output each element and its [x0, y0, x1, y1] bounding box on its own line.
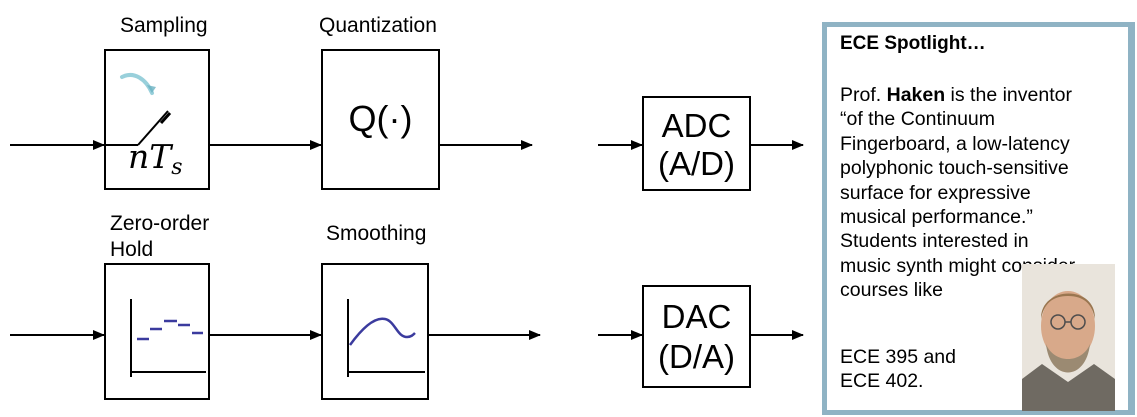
sampling-block: nTs — [104, 49, 210, 190]
spotlight-title: ECE Spotlight… — [840, 33, 986, 54]
spotlight-line: polyphonic touch-sensitive — [840, 157, 1069, 180]
adc-label: ADC — [661, 107, 732, 144]
smooth-curve-plot-icon — [347, 299, 425, 377]
smoothing-label: Smoothing — [326, 222, 427, 245]
spotlight-line: “of the Continuum — [840, 108, 996, 131]
sampling-period-symbol: nTs — [128, 137, 183, 181]
spotlight-line: musical performance.” — [840, 206, 1033, 229]
quantization-block: Q(·) — [321, 49, 440, 190]
zero-order-hold-label-line2: Hold — [110, 238, 154, 261]
zero-order-hold-block — [104, 263, 210, 400]
adc-subtitle: (A/D) — [658, 145, 735, 182]
spotlight-courses: ECE 395 and ECE 402. — [840, 345, 956, 394]
zero-order-hold-label-line1: Zero-order — [110, 212, 210, 235]
spotlight-line-intro: Prof. Haken is the inventor — [840, 84, 1072, 106]
sampling-label: Sampling — [120, 14, 208, 37]
dac-block: DAC (D/A) — [642, 285, 751, 388]
quantization-symbol: Q(·) — [348, 98, 413, 139]
spotlight-text: Prof. Haken is the inventor “of the Cont… — [840, 83, 1137, 303]
ece-spotlight-panel: ECE Spotlight… Prof. Haken is the invent… — [822, 22, 1135, 415]
spotlight-line: music synth might consider — [840, 254, 1076, 277]
dac-label: DAC — [661, 298, 732, 335]
spotlight-line: Fingerboard, a low-latency — [840, 132, 1070, 155]
spotlight-line: Students interested in — [840, 230, 1029, 253]
dac-subtitle: (D/A) — [658, 338, 735, 375]
course-line: ECE 395 and — [840, 346, 957, 368]
professor-photo — [1022, 264, 1115, 411]
quantization-label: Quantization — [319, 14, 437, 37]
spotlight-line: surface for expressive — [840, 181, 1031, 204]
staircase-plot-icon — [130, 299, 206, 377]
switch-icon — [106, 73, 172, 146]
professor-name: Haken — [886, 84, 946, 106]
spotlight-line: courses like — [840, 279, 943, 302]
smoothing-block — [321, 263, 429, 400]
adc-block: ADC (A/D) — [642, 96, 751, 191]
course-line: ECE 402. — [840, 370, 924, 393]
